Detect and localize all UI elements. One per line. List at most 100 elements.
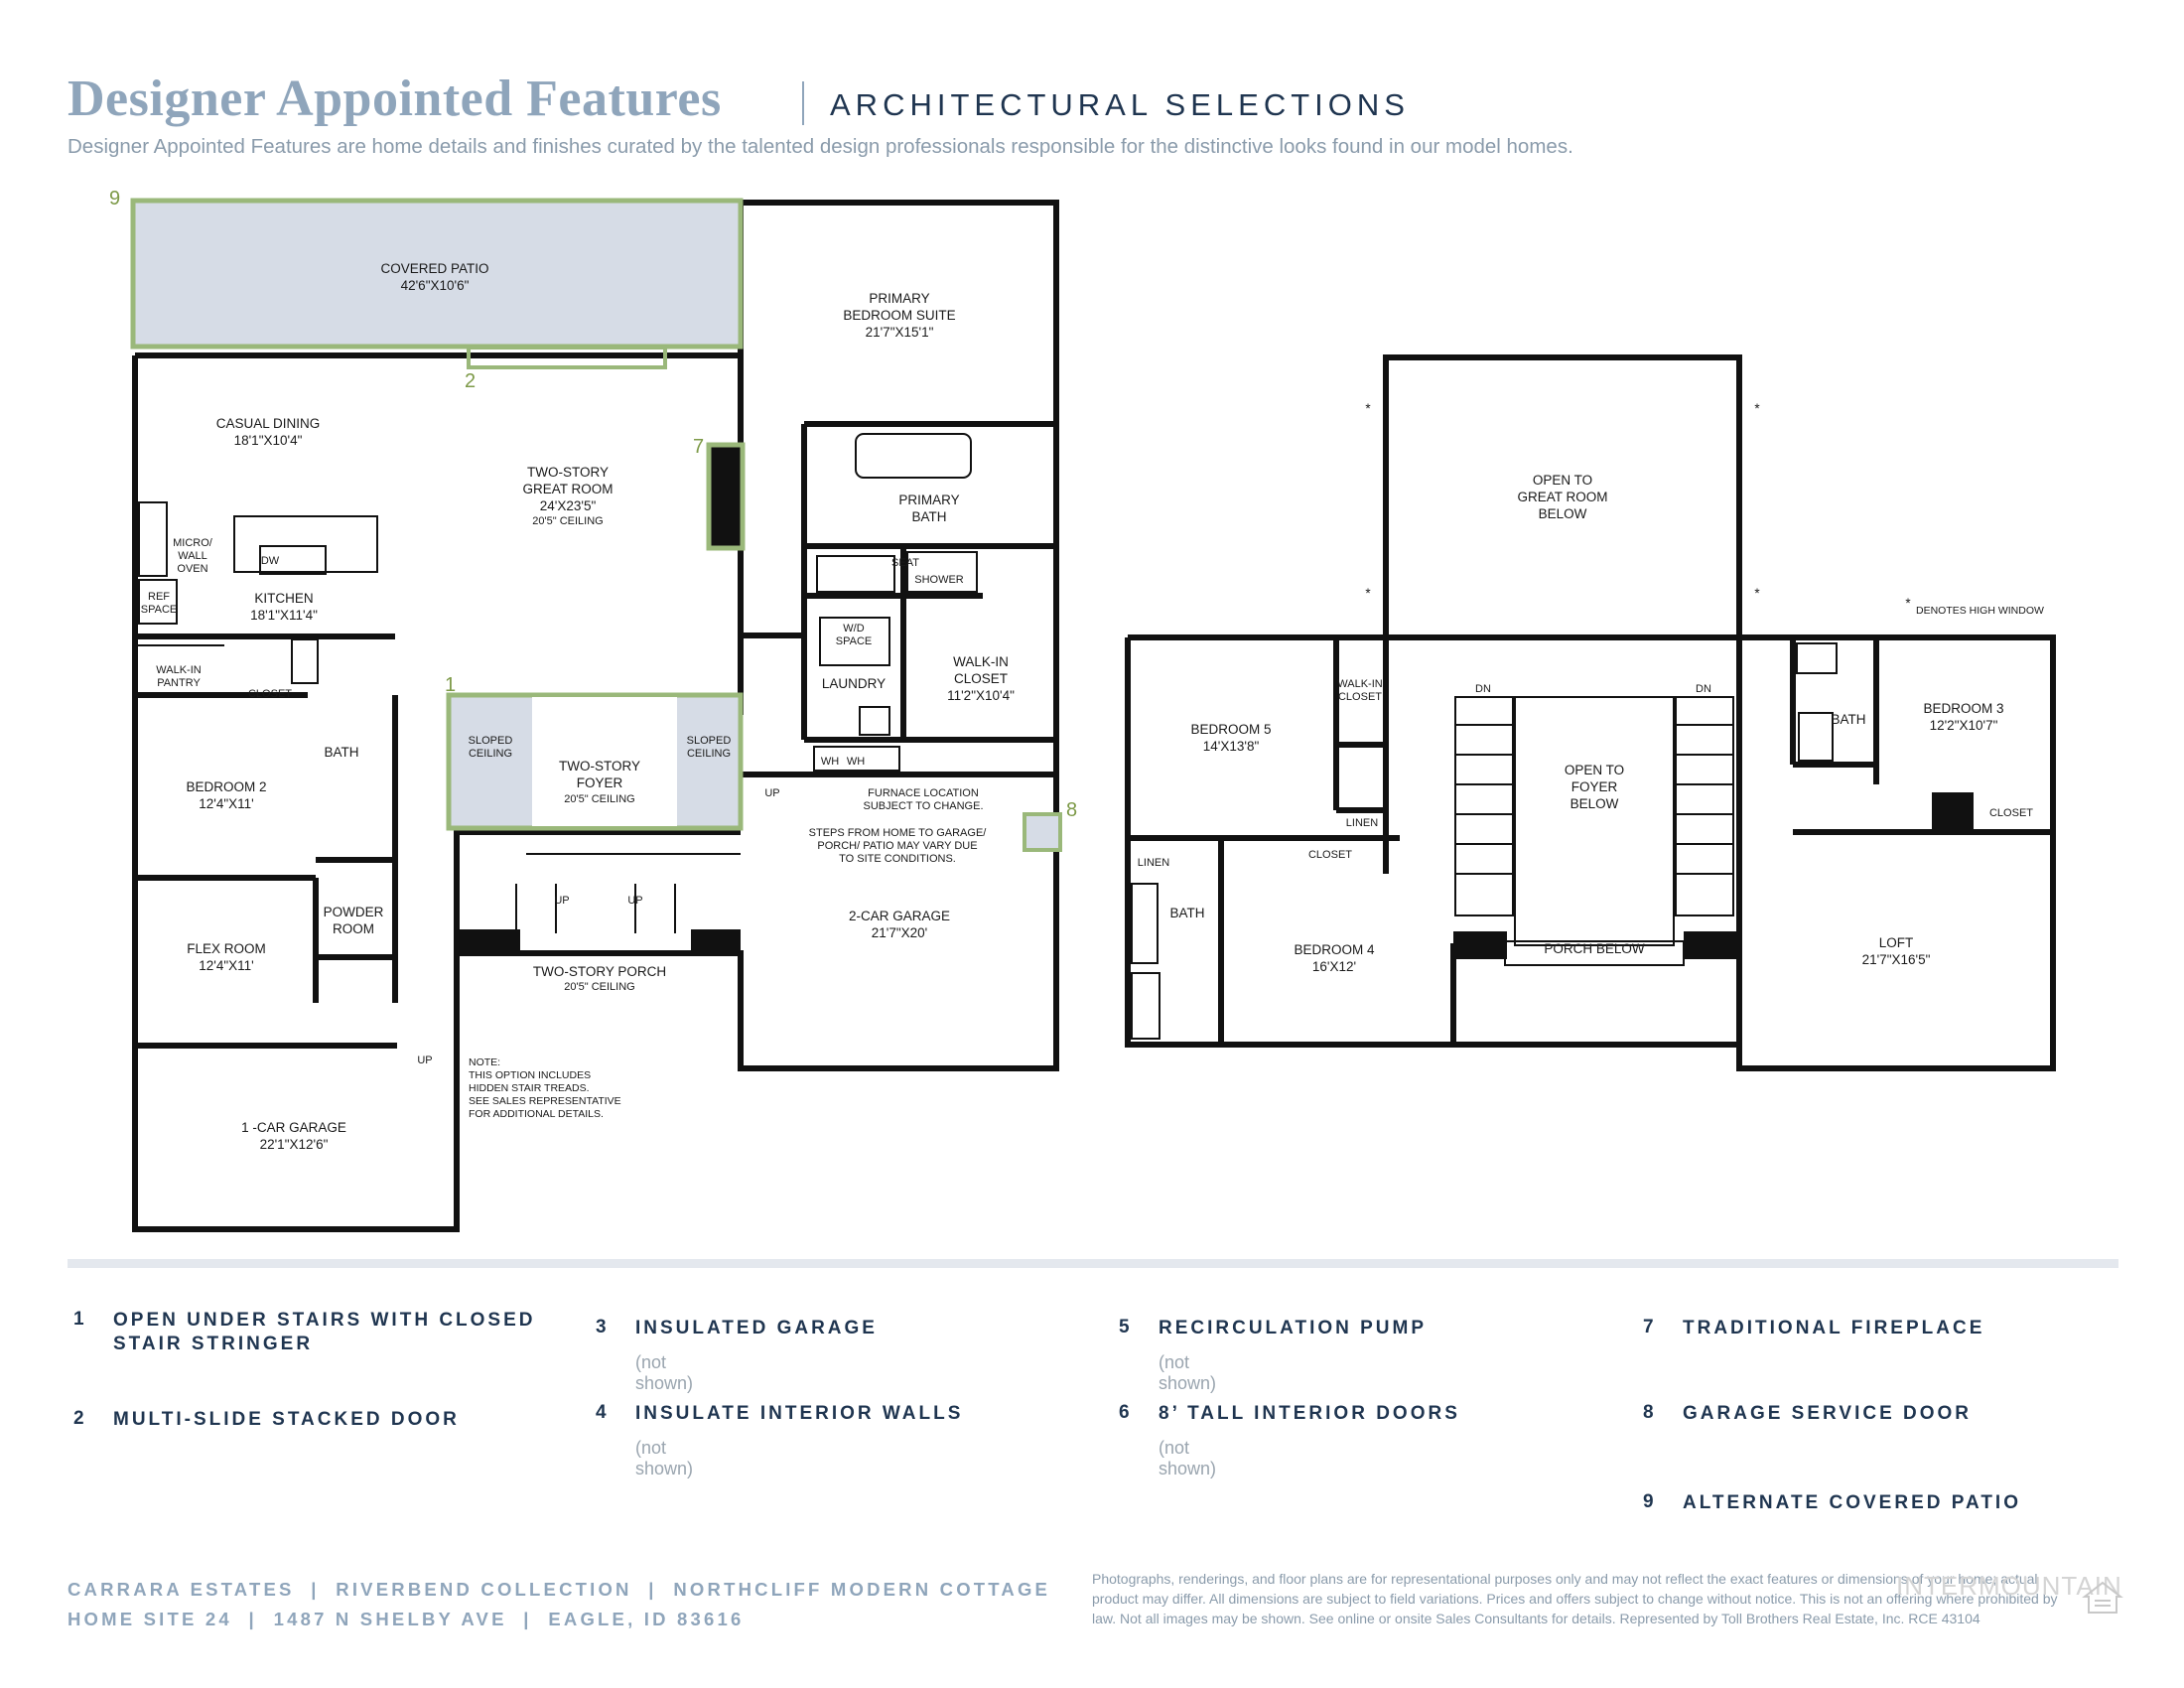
feature-number: 1 [73, 1309, 84, 1330]
room-name: TWO-STORY PORCH [533, 964, 666, 979]
title-divider [802, 81, 804, 125]
feature-note: (not shown) [1159, 1352, 1217, 1393]
room-dims: 42'6"X10'6" [401, 278, 470, 293]
room-name: ROOM [333, 921, 374, 936]
fixture-label: OVEN [177, 563, 207, 575]
room-name: PRIMARY [898, 492, 959, 507]
feature-number: 9 [1643, 1491, 1654, 1512]
address-line: HOME SITE 24 | 1487 N SHELBY AVE | EAGLE… [68, 1609, 745, 1629]
room-dims: 18'1"X11'4" [250, 608, 318, 623]
room-name: BELOW [1539, 506, 1587, 521]
room-name: CLOSET [248, 688, 292, 700]
feature-number: 5 [1119, 1317, 1130, 1337]
room-dims: 21'7"X15'1" [866, 325, 934, 340]
up-label: UP [417, 1055, 432, 1066]
room-name: POWDER [324, 905, 384, 919]
note-text: THIS OPTION INCLUDES [469, 1069, 591, 1081]
room-ceiling: 20'5" CEILING [564, 981, 634, 993]
room-name: FLEX ROOM [187, 941, 266, 956]
page-description: Designer Appointed Features are home det… [68, 135, 1573, 158]
feature-number: 3 [596, 1317, 607, 1337]
feature-title: 8’ TALL INTERIOR DOORS [1159, 1403, 1460, 1424]
room-name: CLOSET [1308, 849, 1352, 861]
community-line: CARRARA ESTATES | RIVERBEND COLLECTION |… [68, 1579, 1051, 1600]
fixture-label: WH [821, 756, 839, 768]
fixture-label: SPACE [141, 604, 177, 616]
room-dims: 16'X12' [1312, 959, 1356, 974]
room-name: 1 -CAR GARAGE [241, 1120, 346, 1135]
up-label: UP [554, 895, 569, 907]
room-dims: 21'7"X20' [872, 925, 928, 940]
note-text: NOTE: [469, 1056, 500, 1068]
room-dims: 12'4"X11' [199, 796, 254, 811]
sloped-label: CEILING [469, 748, 512, 760]
note-text: PORCH/ PATIO MAY VARY DUE [817, 840, 977, 852]
room-name: OPEN TO [1533, 473, 1592, 488]
room-name: TWO-STORY [559, 759, 640, 774]
note-text: TO SITE CONDITIONS. [839, 853, 956, 865]
first-floor-solid [135, 203, 741, 955]
room-dims: 24'X23'5" [540, 498, 597, 513]
high-window-mark: * [1754, 401, 1760, 416]
room-name: BEDROOM SUITE [843, 308, 955, 323]
room-name: FOYER [1571, 779, 1618, 794]
room-name: BATH [1831, 712, 1865, 727]
dn-label: DN [1475, 683, 1491, 695]
note-text: HIDDEN STAIR TREADS. [469, 1082, 590, 1094]
high-window-mark: * [1365, 586, 1371, 601]
feature-note: (not shown) [635, 1352, 694, 1393]
feature-note: (not shown) [635, 1438, 694, 1478]
room-name: PORCH BELOW [1544, 941, 1645, 956]
marker-numbers: 9 2 7 1 8 [109, 188, 1077, 821]
up-label: UP [764, 787, 779, 799]
second-floor-fixtures [1131, 642, 1838, 1040]
room-ceiling: 20'5" CEILING [532, 515, 603, 527]
room-dims: 12'2"X10'7" [1930, 718, 1998, 733]
room-name: BATH [1169, 906, 1204, 920]
feature-number: 2 [73, 1408, 84, 1429]
feature-title: GARAGE SERVICE DOOR [1683, 1403, 1973, 1424]
room-dims: 14'X13'8" [1203, 739, 1260, 754]
high-window-legend: DENOTES HIGH WINDOW [1916, 605, 2044, 617]
first-floor-fixtures [135, 433, 978, 953]
fixture-label: MICRO/ [173, 537, 213, 549]
feature-note: (not shown) [1159, 1438, 1217, 1478]
page-title: Designer Appointed Features [68, 70, 722, 127]
sloped-label: SLOPED [687, 735, 732, 747]
legal-disclaimer: Photographs, renderings, and floor plans… [1092, 1571, 2058, 1626]
dn-label: DN [1696, 683, 1711, 695]
room-name: FOYER [577, 775, 623, 790]
note-text: SEE SALES REPRESENTATIVE [469, 1095, 621, 1107]
room-dims: 11'2"X10'4" [947, 688, 1015, 703]
marker-9: 9 [109, 188, 120, 210]
marker-8: 8 [1066, 799, 1077, 821]
room-name: WALK-IN [1337, 678, 1382, 690]
fixture-label: DW [261, 555, 280, 567]
fixture-label: REF [148, 591, 170, 603]
mls-watermark: INTERMOUNTAIN [1896, 1571, 2122, 1601]
feature-title: RECIRCULATION PUMP [1159, 1318, 1428, 1338]
room-name: PANTRY [157, 677, 201, 689]
second-floor-walls [1125, 354, 2056, 1071]
note-text: FOR ADDITIONAL DETAILS. [469, 1108, 604, 1120]
room-dims: 18'1"X10'4" [234, 433, 303, 448]
feature-number: 8 [1643, 1402, 1654, 1423]
feature-title: ALTERNATE COVERED PATIO [1683, 1492, 2021, 1513]
room-name: LINEN [1346, 817, 1378, 829]
room-dims: 21'7"X16'5" [1862, 952, 1931, 967]
feature-number: 7 [1643, 1317, 1654, 1337]
feature-title: MULTI-SLIDE STACKED DOOR [113, 1409, 460, 1430]
sloped-label: SLOPED [469, 735, 513, 747]
feature-title: INSULATED GARAGE [635, 1318, 878, 1338]
room-name: LAUNDRY [822, 676, 886, 691]
highlight-overlays [130, 198, 1062, 852]
room-name: WALK-IN [156, 664, 201, 676]
feature-number: 6 [1119, 1402, 1130, 1423]
note-text: FURNACE LOCATION [868, 787, 979, 799]
room-name: BATH [324, 745, 358, 760]
room-name: WALK-IN [953, 654, 1009, 669]
room-name: CLOSET [1338, 691, 1382, 703]
second-floor-labels: OPEN TO GREAT ROOM BELOW * * * * * DENOT… [1138, 401, 2044, 974]
second-floor-solid [1453, 792, 1974, 959]
room-name: BATH [911, 509, 946, 524]
